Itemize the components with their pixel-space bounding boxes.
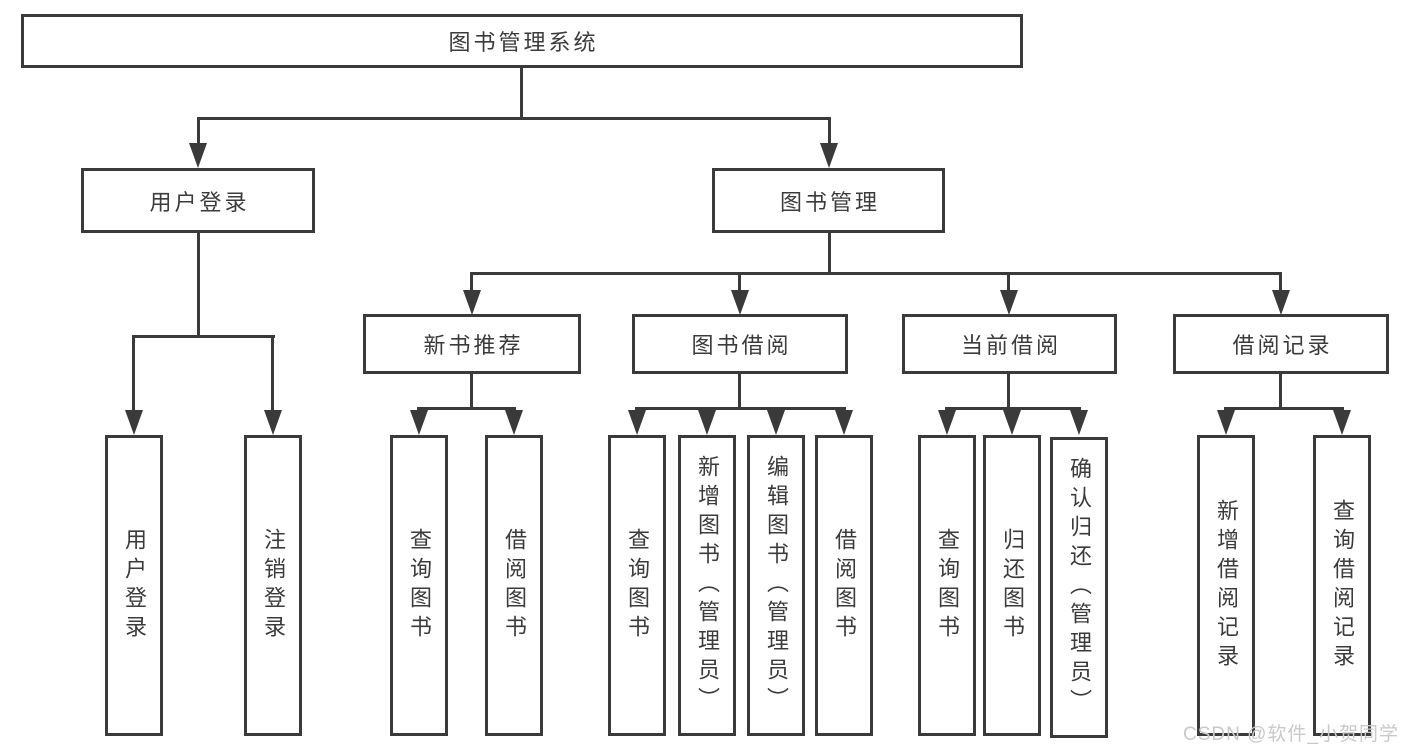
- node-new-book-recommend-label: 新书推荐: [423, 333, 524, 358]
- connector-level1-bus: [197, 117, 831, 120]
- node-new-book-recommend: 新书推荐: [363, 314, 581, 374]
- node-user-login: 用户登录: [81, 168, 315, 233]
- arrowhead-cu-return-icon: [1003, 410, 1021, 435]
- node-current-borrowing: 当前借阅: [902, 314, 1117, 374]
- leaf-br-edit-books-admin: 编辑图书（管理员）: [747, 435, 805, 736]
- connector-user-login-bus: [132, 335, 275, 338]
- connector-new-books-feed: [470, 373, 473, 410]
- leaf-br-edit-books-admin-label: 编辑图书（管理员）: [764, 455, 789, 716]
- leaf-re-add-record: 新增借阅记录: [1197, 435, 1255, 736]
- leaf-nb-borrow-books-label: 借阅图书: [502, 527, 527, 644]
- node-borrowing-records: 借阅记录: [1173, 314, 1389, 374]
- leaf-nb-query-books: 查询图书: [390, 435, 448, 736]
- node-borrowing-records-label: 借阅记录: [1232, 333, 1333, 358]
- connector-new-books-bus: [417, 407, 516, 410]
- arrowhead-re-add-icon: [1217, 410, 1235, 435]
- leaf-br-borrow-books: 借阅图书: [815, 435, 873, 736]
- connector-root-feed: [520, 66, 523, 118]
- node-current-borrowing-label: 当前借阅: [960, 333, 1061, 358]
- node-root-label: 图书管理系统: [448, 30, 599, 55]
- connector-borrowing-bus: [635, 407, 846, 410]
- leaf-re-query-record-label: 查询借阅记录: [1330, 498, 1355, 673]
- arrowhead-new-books-icon: [463, 290, 481, 315]
- connector-current-bus: [945, 407, 1081, 410]
- connector-borrowing-feed: [738, 373, 741, 410]
- connector-drop-book-mgmt: [828, 118, 831, 145]
- node-book-management: 图书管理: [712, 168, 945, 233]
- leaf-re-add-record-label: 新增借阅记录: [1214, 498, 1239, 673]
- arrowhead-login-leaf-icon: [125, 410, 143, 435]
- leaf-logout-label: 注销登录: [261, 527, 286, 644]
- leaf-br-add-books-admin-label: 新增图书（管理员）: [695, 455, 720, 716]
- leaf-br-query-books: 查询图书: [608, 435, 666, 736]
- arrowhead-logout-leaf-icon: [264, 410, 282, 435]
- leaf-cu-confirm-return-admin: 确认归还（管理员）: [1050, 437, 1108, 738]
- leaf-nb-borrow-books: 借阅图书: [485, 435, 543, 736]
- arrowhead-book-mgmt-icon: [820, 143, 838, 168]
- leaf-cu-query-books-label: 查询图书: [935, 527, 960, 644]
- leaf-nb-query-books-label: 查询图书: [407, 527, 432, 644]
- leaf-br-add-books-admin: 新增图书（管理员）: [678, 435, 736, 736]
- connector-drop-current: [1007, 272, 1010, 291]
- arrowhead-cu-confirm-icon: [1070, 410, 1088, 435]
- node-book-borrowing-label: 图书借阅: [691, 333, 792, 358]
- connector-records-feed: [1279, 373, 1282, 410]
- connector-drop-records: [1279, 272, 1282, 291]
- arrowhead-nb-query-icon: [410, 410, 428, 435]
- connector-drop-borrowing: [738, 272, 741, 291]
- csdn-watermark: CSDN @软件_小贺同学: [1183, 724, 1399, 745]
- leaf-re-query-record: 查询借阅记录: [1313, 435, 1371, 736]
- connector-drop-logout-leaf: [271, 335, 274, 411]
- leaf-user-login: 用户登录: [105, 435, 163, 736]
- arrowhead-br-add-icon: [698, 410, 716, 435]
- leaf-user-login-label: 用户登录: [122, 527, 147, 644]
- leaf-cu-return-books-label: 归还图书: [1000, 527, 1025, 644]
- connector-records-bus: [1224, 407, 1344, 410]
- arrowhead-re-query-icon: [1333, 410, 1351, 435]
- arrowhead-nb-borrow-icon: [505, 410, 523, 435]
- connector-drop-login-leaf: [132, 335, 135, 411]
- node-book-management-label: 图书管理: [779, 189, 880, 215]
- leaf-br-borrow-books-label: 借阅图书: [832, 527, 857, 644]
- leaf-cu-query-books: 查询图书: [918, 435, 976, 736]
- connector-drop-user-login: [197, 118, 200, 145]
- arrowhead-br-query-icon: [628, 410, 646, 435]
- arrowhead-cu-query-icon: [938, 410, 956, 435]
- connector-user-login-feed: [197, 233, 200, 338]
- connector-level2-bus: [470, 272, 1282, 275]
- arrowhead-user-login-icon: [189, 143, 207, 168]
- connector-drop-new-books: [470, 272, 473, 291]
- arrowhead-borrowing-icon: [731, 290, 749, 315]
- leaf-br-query-books-label: 查询图书: [625, 527, 650, 644]
- node-user-login-label: 用户登录: [149, 189, 250, 215]
- leaf-cu-return-books: 归还图书: [983, 435, 1041, 736]
- leaf-logout: 注销登录: [244, 435, 302, 736]
- connector-book-mgmt-feed: [828, 233, 831, 275]
- node-library-management-system: 图书管理系统: [21, 14, 1023, 68]
- arrowhead-records-icon: [1272, 290, 1290, 315]
- arrowhead-br-borrow-icon: [835, 410, 853, 435]
- leaf-cu-confirm-return-admin-label: 确认归还（管理员）: [1067, 457, 1092, 718]
- node-book-borrowing: 图书借阅: [632, 314, 848, 374]
- arrowhead-br-edit-icon: [767, 410, 785, 435]
- connector-current-feed: [1007, 373, 1010, 410]
- arrowhead-current-icon: [1000, 290, 1018, 315]
